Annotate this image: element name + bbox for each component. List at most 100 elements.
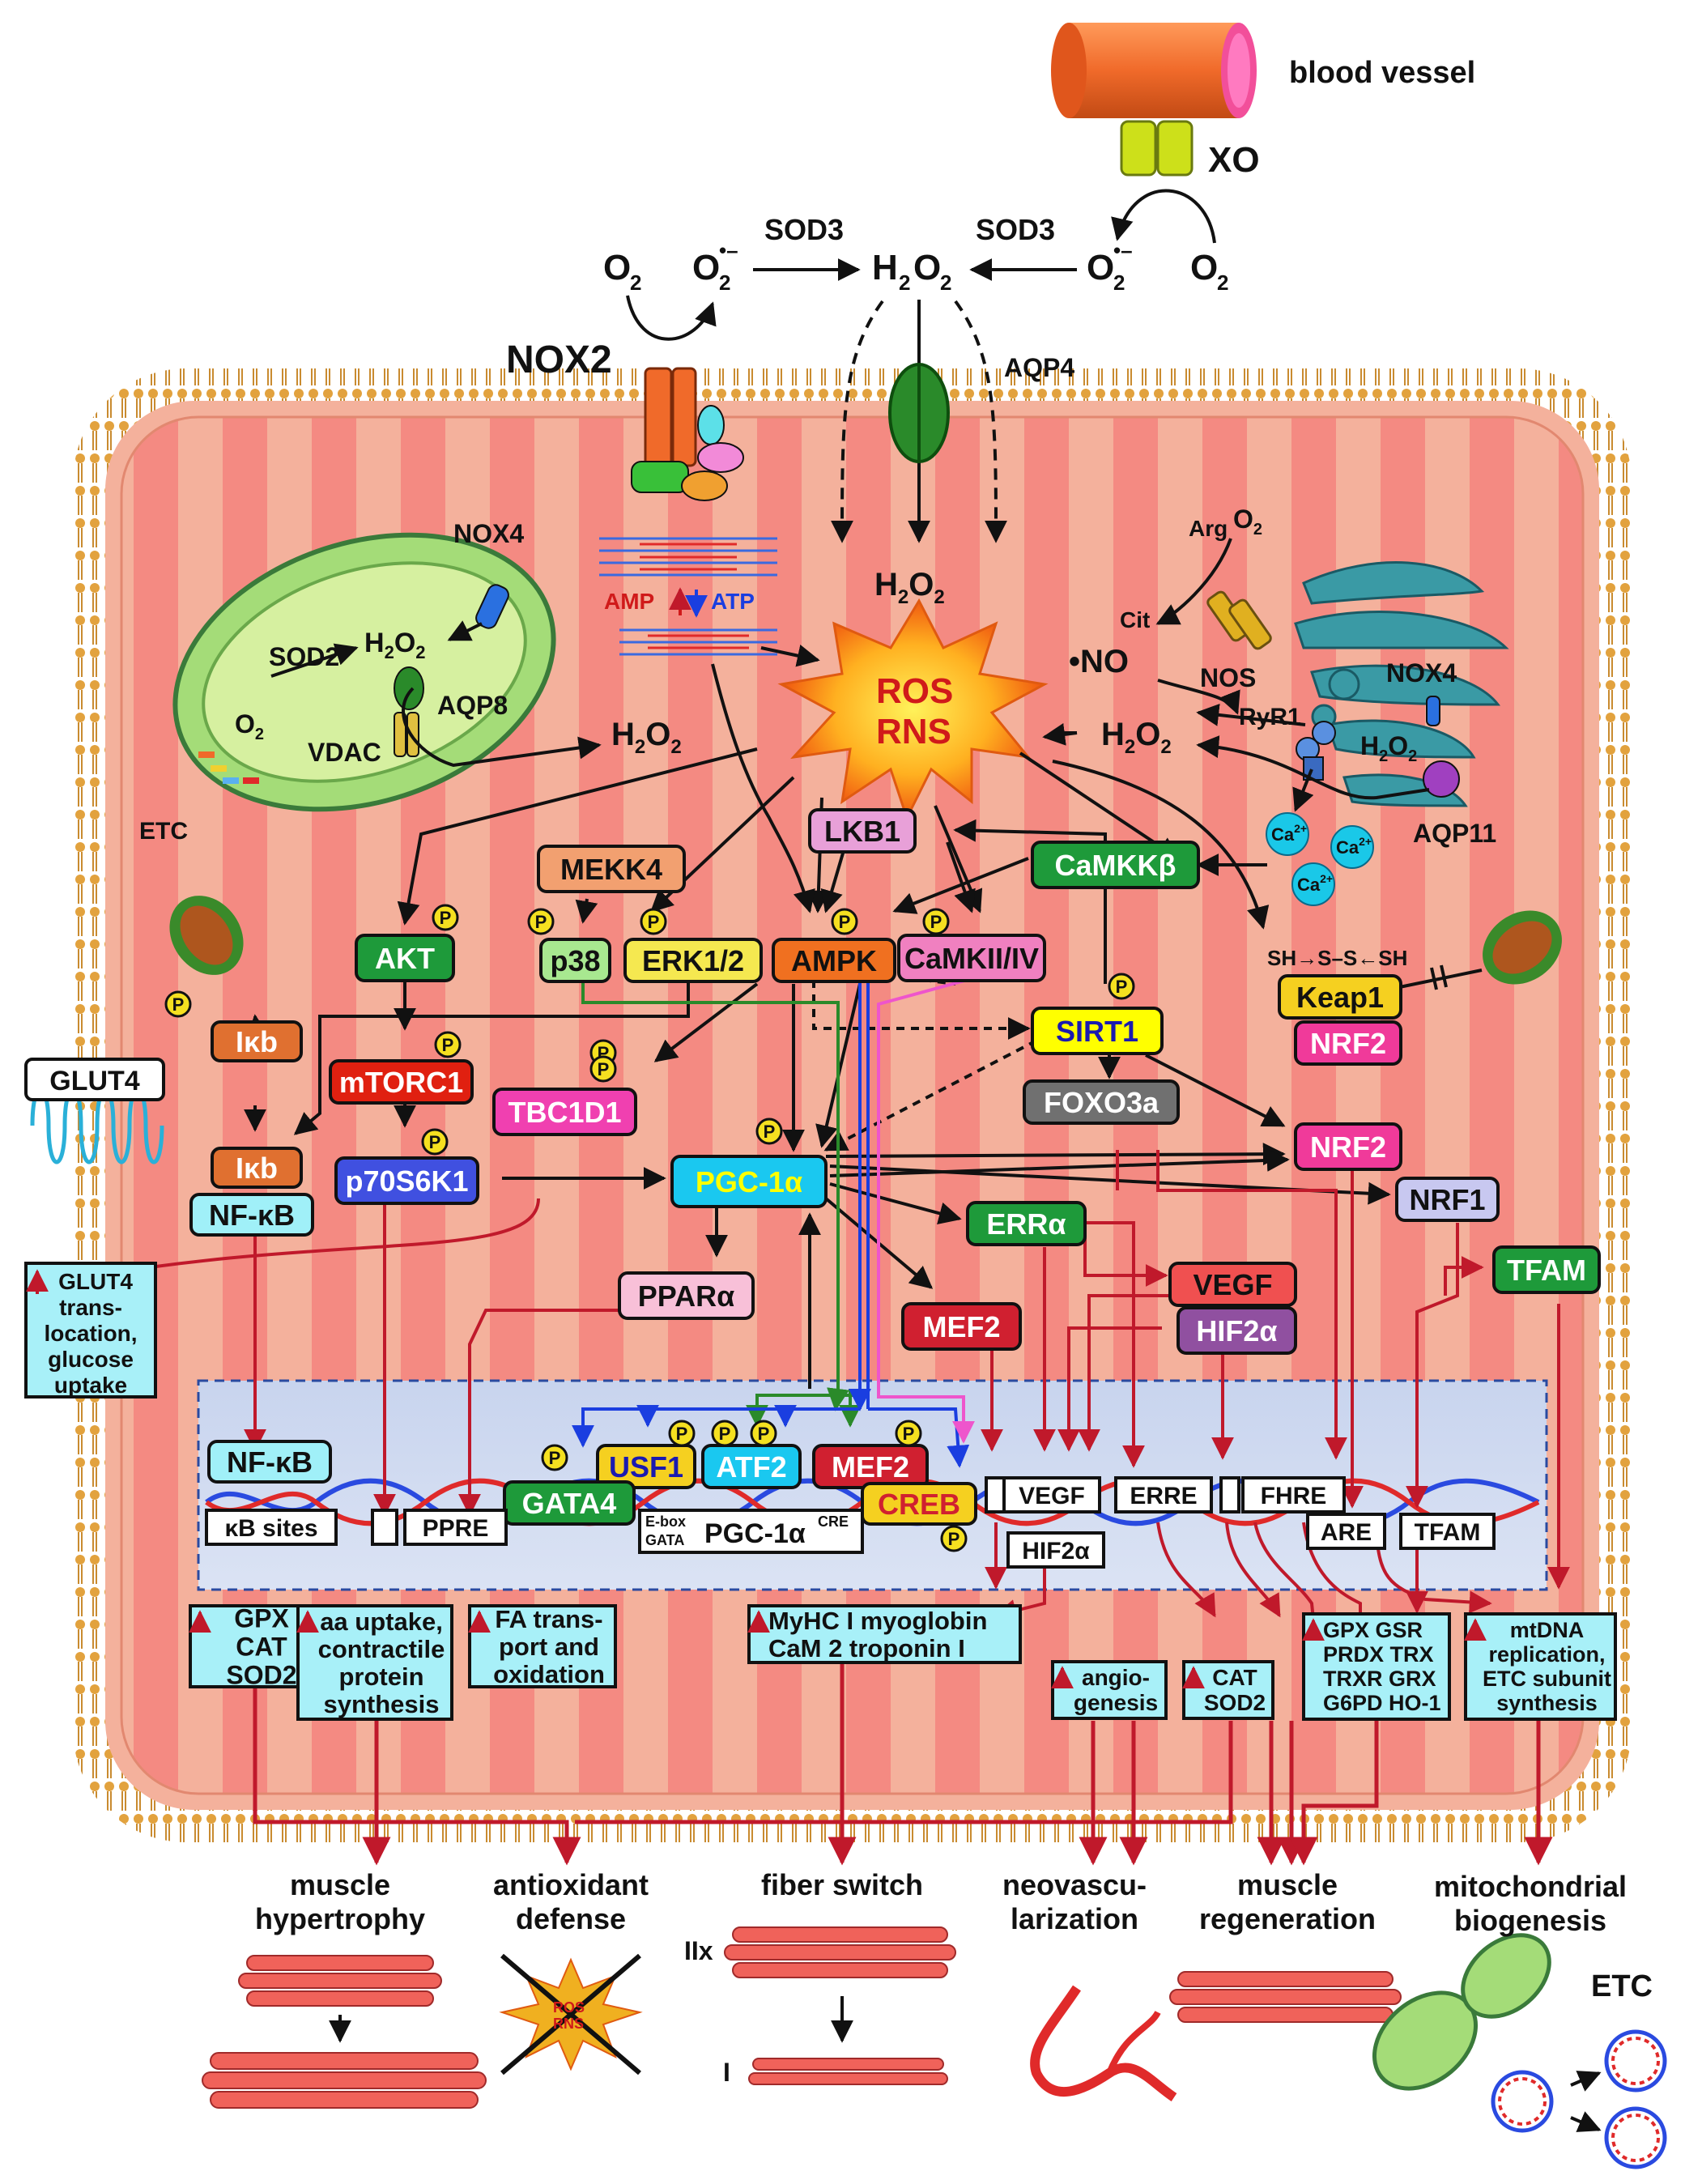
- svg-text:O: O: [1087, 248, 1114, 287]
- node-pgc: PGC-1α: [670, 1155, 828, 1208]
- no-label: •NO: [1069, 644, 1129, 679]
- svg-text:P: P: [1116, 977, 1128, 997]
- svg-text:AKT: AKT: [375, 942, 435, 975]
- response-element-hif2a: HIF2α: [1006, 1531, 1105, 1569]
- node-ppara: PPARα: [618, 1271, 755, 1320]
- svg-text:2: 2: [1217, 270, 1228, 295]
- sod3-right-label: SOD3: [976, 213, 1055, 246]
- svg-text:MEF2: MEF2: [832, 1450, 909, 1484]
- svg-text:CRE: CRE: [818, 1513, 849, 1530]
- node-keap1: Keap1: [1278, 974, 1402, 1020]
- svg-text:ERRE: ERRE: [1130, 1483, 1197, 1509]
- svg-text:•–: •–: [719, 238, 738, 262]
- svg-text:FA trans-: FA trans-: [495, 1605, 602, 1633]
- phospho-marker-5: P: [1108, 973, 1135, 1000]
- svg-text:PPRE: PPRE: [423, 1515, 489, 1542]
- svg-text:P: P: [549, 1448, 561, 1468]
- xo-icon: [1120, 120, 1194, 177]
- svg-text:p70S6K1: p70S6K1: [345, 1164, 468, 1198]
- svg-text:ARE: ARE: [1321, 1519, 1372, 1546]
- svg-text:PGC-1α: PGC-1α: [704, 1518, 806, 1549]
- nox2-label: NOX2: [506, 338, 612, 381]
- svg-text:ERRα: ERRα: [986, 1207, 1066, 1241]
- node-nfkb: NF-κB: [189, 1193, 314, 1237]
- node-tbc1d1: TBC1D1: [492, 1088, 637, 1136]
- node-tfam: TFAM: [1492, 1245, 1601, 1294]
- svg-text:MEF2: MEF2: [922, 1310, 1000, 1343]
- svg-text:O: O: [692, 248, 720, 287]
- svg-text:O: O: [1190, 248, 1218, 287]
- arg-label: Arg: [1189, 516, 1228, 541]
- svg-text:VEGF: VEGF: [1193, 1268, 1272, 1301]
- svg-text:Iκb: Iκb: [236, 1025, 278, 1058]
- nucleus-factor-mef2: MEF2: [812, 1444, 929, 1489]
- nucleus-factor-usf1: USF1: [596, 1444, 696, 1489]
- node-akt: AKT: [355, 934, 455, 982]
- svg-text:E-box: E-box: [645, 1513, 686, 1530]
- svg-text:Keap1: Keap1: [1296, 981, 1384, 1014]
- svg-text:CREB: CREB: [878, 1488, 960, 1521]
- sod3-left-label: SOD3: [764, 213, 844, 246]
- response-element-ppre: PPRE: [403, 1509, 508, 1546]
- svg-text:synthesis: synthesis: [1496, 1691, 1598, 1715]
- svg-text:TRXR GRX: TRXR GRX: [1323, 1667, 1436, 1691]
- phospho-marker-13: P: [668, 1420, 696, 1447]
- svg-text:muscle: muscle: [290, 1868, 390, 1901]
- phospho-marker-10: P: [755, 1118, 783, 1145]
- svg-text:P: P: [440, 908, 452, 928]
- svg-text:GPX: GPX: [234, 1604, 289, 1633]
- aqp11-label: AQP11: [1413, 819, 1496, 848]
- nos-arrows: [1042, 538, 1430, 812]
- svg-text:P: P: [598, 1059, 610, 1079]
- svg-text:2: 2: [1113, 270, 1125, 295]
- node-erra: ERRα: [966, 1201, 1087, 1246]
- svg-text:H: H: [872, 248, 898, 287]
- svg-text:NF-κB: NF-κB: [227, 1445, 313, 1479]
- svg-text:HIF2α: HIF2α: [1022, 1538, 1090, 1565]
- svg-text:larization: larization: [1011, 1902, 1138, 1935]
- svg-text:VEGF: VEGF: [1019, 1483, 1085, 1509]
- phospho-marker-12: P: [541, 1444, 568, 1471]
- black-signal-arrows: [244, 663, 1391, 1389]
- svg-text:ATF2: ATF2: [716, 1450, 786, 1484]
- svg-text:CaM 2 troponin I: CaM 2 troponin I: [768, 1634, 965, 1662]
- calcium-icons: [1266, 812, 1374, 906]
- ryr1-icon: [1296, 721, 1336, 781]
- ros-label: ROS: [876, 671, 953, 711]
- mito-arrows: [270, 620, 820, 768]
- response-element-tfam: TFAM: [1399, 1513, 1496, 1550]
- svg-text:SIRT1: SIRT1: [1056, 1015, 1138, 1048]
- outcome-neovasc: neovascu-larization: [1002, 1868, 1147, 1935]
- svg-text:P: P: [839, 912, 851, 932]
- svg-text:fiber switch: fiber switch: [761, 1868, 923, 1901]
- svg-text:P: P: [442, 1035, 454, 1055]
- svg-text:MEKK4: MEKK4: [560, 853, 662, 886]
- phospho-marker-0: P: [432, 904, 459, 931]
- svg-text:angio-: angio-: [1082, 1665, 1150, 1690]
- node-camkkb: CaMKKβ: [1031, 841, 1200, 889]
- glut4-name-label: GLUT4: [49, 1066, 140, 1096]
- transcription-arrows: [70, 1150, 1570, 1658]
- node-hif2a: HIF2α: [1177, 1306, 1297, 1355]
- phospho-marker-17: P: [940, 1525, 968, 1552]
- svg-text:P: P: [429, 1132, 441, 1152]
- svg-text:P: P: [648, 912, 660, 932]
- kinase-arrows: [572, 978, 975, 1468]
- response-element-vegf: VEGF: [1002, 1476, 1101, 1513]
- svg-text:mtDNA: mtDNA: [1510, 1618, 1585, 1642]
- response-element-kb-sites: κB sites: [205, 1509, 338, 1546]
- nos-label: NOS: [1200, 663, 1256, 692]
- svg-text:CAT: CAT: [1212, 1665, 1257, 1690]
- blood-vessel-label: blood vessel: [1289, 56, 1475, 90]
- svg-text:biogenesis: biogenesis: [1454, 1904, 1606, 1937]
- outcome-fiber: fiber switch: [761, 1868, 923, 1901]
- node-mef2: MEF2: [901, 1302, 1022, 1351]
